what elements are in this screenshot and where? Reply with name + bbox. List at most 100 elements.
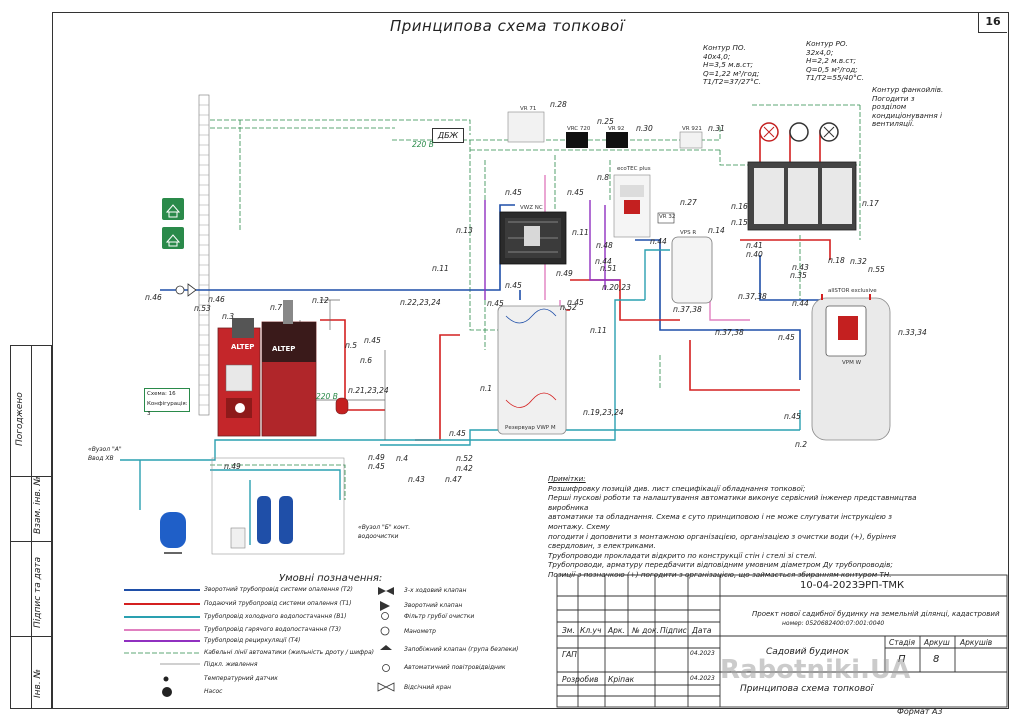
- contour-po: Контур ПО. 40х4,0; Н=3,5 м.в.ст; Q=1,22 …: [703, 43, 761, 87]
- callout: п.43: [792, 263, 809, 272]
- callout: п.45: [487, 299, 504, 308]
- note-line: погодити і доповнити з монтажною організ…: [548, 531, 897, 551]
- project-name: Проект нової садибної будинку на земельн…: [752, 610, 1000, 618]
- vps-r-tank: [671, 236, 713, 304]
- callout: п.1: [480, 384, 493, 393]
- vwz-nc-label: VWZ NC: [520, 205, 543, 211]
- node-a-label: «Вузол "А" Ввод ХВ: [88, 446, 122, 462]
- callout: п.45: [505, 188, 522, 197]
- callout: п.7: [270, 303, 283, 312]
- vr32-label: VR 32: [659, 214, 676, 220]
- callout: п.25: [597, 117, 614, 126]
- tb-stage: П: [898, 654, 906, 665]
- vrc720-label: VRC 720: [567, 126, 591, 132]
- legend-item: Відсічний кран: [404, 684, 452, 691]
- legend-item: Трубопровід рециркуляції (Т4): [204, 637, 301, 644]
- contour-ro: Контур РО. 32х4,0; Н=2,2 м.в.ст; Q=0,5 м…: [806, 39, 864, 83]
- water-treatment: [160, 457, 345, 555]
- recirc-pipes: [484, 200, 620, 300]
- ecotec-label: ecoTEC plus: [617, 166, 651, 172]
- callout: п.13: [456, 226, 473, 235]
- scheme-info-box: Схема: 16 Конфігурація: 3: [144, 388, 190, 417]
- callout: п.8: [597, 173, 610, 182]
- legend-item: Трубопровід гарячого водопостачання (Т3): [204, 626, 342, 633]
- buffer-tank-label: Резервуар VWP M: [505, 425, 556, 431]
- callout: п.45: [778, 333, 795, 342]
- legend-item: Підкл. живлення: [204, 661, 258, 668]
- legend-item: Автоматичний повітровідвідник: [404, 664, 506, 671]
- callout: п.46: [145, 293, 162, 302]
- callout: п.48: [596, 241, 613, 250]
- notes-title: Примітки:: [548, 474, 586, 483]
- legend-item: Насос: [204, 688, 223, 695]
- callout: п.52: [456, 454, 473, 463]
- callout: п.45: [505, 281, 522, 290]
- callout: п.16: [731, 202, 748, 211]
- callout: п.37,38: [738, 292, 767, 301]
- note-line: автоматики та обладнання. Схема є суто п…: [548, 512, 892, 531]
- callout: п.40: [746, 250, 763, 259]
- callout: п.21,23,24: [348, 386, 389, 395]
- callout: п.14: [708, 226, 725, 235]
- vpm-w-label: VPM W: [842, 360, 862, 366]
- legend-item: Трубопровід холодного водопостачання (В1…: [204, 613, 347, 620]
- ups-box: ДБЖ: [432, 128, 464, 143]
- callout: п.37,38: [673, 305, 702, 314]
- callout: п.44: [650, 237, 667, 246]
- contour-fancoil: Контур фанкойлів. Погодити з розділом ко…: [872, 85, 944, 129]
- tb-developer-name: Кріпак: [608, 675, 635, 684]
- callout: п.44: [792, 299, 809, 308]
- callout: п.43: [408, 475, 425, 484]
- callout: п.44: [595, 257, 612, 266]
- vr921-label: VR 921: [682, 126, 702, 132]
- tb-sheet-title: Принципова схема топкової: [740, 684, 874, 694]
- tb-sheet-header: Аркуш: [924, 638, 950, 647]
- node-b-label: «Вузол "Б" конт. водоочистки: [358, 524, 411, 540]
- vr92-label: VR 92: [608, 126, 625, 132]
- notes-block: Примітки: Розшифровку позицій див. лист …: [548, 474, 928, 580]
- callout: п.35: [790, 271, 807, 280]
- tb-header: Кл.уч: [580, 626, 602, 635]
- callout: п.32: [850, 257, 867, 266]
- pump-module: [747, 122, 857, 231]
- callout: п.12: [312, 296, 329, 305]
- callout: п.17: [862, 199, 879, 208]
- callout: п.37,38: [715, 328, 744, 337]
- side-strip: Погоджено Взам. інв. № Підпис та дата Ін…: [10, 345, 52, 709]
- callout: п.55: [868, 265, 885, 274]
- tb-header: № док.: [632, 626, 659, 635]
- legend-item: 3-х ходовий клапан: [404, 587, 467, 594]
- note-line: Позиції з позначкою (+) погодити з орган…: [548, 569, 892, 579]
- expansion-vessel-small: [335, 397, 349, 415]
- buffer-tank: [497, 305, 567, 435]
- callout: п.45: [784, 412, 801, 421]
- callout: п.45: [567, 298, 584, 307]
- title-block-grid: [556, 574, 1008, 708]
- callout: п.22,23,24: [400, 298, 441, 307]
- legend-item: Температурний датчик: [204, 675, 278, 682]
- tb-header: Арк.: [608, 626, 625, 635]
- callout: п.51: [600, 264, 617, 273]
- callout: п.11: [590, 326, 607, 335]
- legend-item: Манометр: [404, 628, 436, 635]
- legend-item: Зворотний трубопровід системи опалення (…: [204, 586, 353, 593]
- vps-r-label: VPS R: [680, 230, 697, 236]
- tb-date: 04.2023: [690, 675, 715, 682]
- page-number: 16: [978, 12, 1007, 33]
- altep-brand: ALTEP: [231, 343, 255, 351]
- legend-item: Кабельні лінії автоматики (жильність дро…: [204, 649, 374, 656]
- filter-group: [175, 283, 197, 297]
- callout: п.33,34: [898, 328, 927, 337]
- vwz-nc-unit: [499, 211, 567, 265]
- callout: п.31: [708, 124, 725, 133]
- callout: п.47: [445, 475, 462, 484]
- callout: п.28: [550, 100, 567, 109]
- callout: п.18: [828, 256, 845, 265]
- cold-water-pipes: [120, 249, 801, 545]
- tb-header: Дата: [692, 626, 712, 635]
- tb-date: 04.2023: [690, 650, 715, 657]
- tb-gap: ГАП: [562, 650, 577, 659]
- doc-code: 10-04-2023ЭРП-ТМК: [800, 580, 905, 591]
- tb-object: Садовий будинок: [766, 647, 850, 657]
